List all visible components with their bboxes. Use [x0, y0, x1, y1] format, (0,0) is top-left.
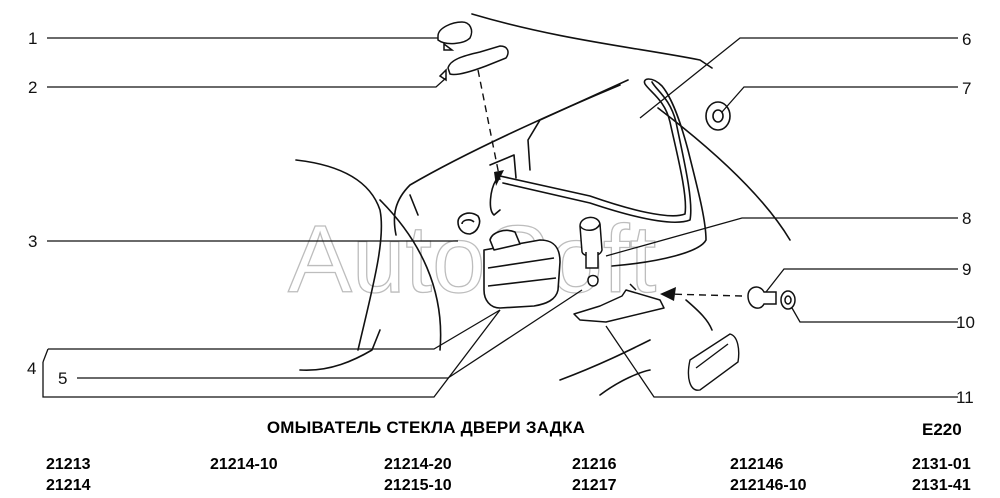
- bolt-and-washer: [747, 286, 796, 310]
- callout-7: 7: [962, 79, 971, 98]
- callout-3: 3: [28, 232, 37, 251]
- leader-lines: [42, 37, 958, 398]
- model-code: 21214-10: [210, 456, 278, 473]
- callout-10: 10: [956, 313, 975, 332]
- model-code: 21213: [46, 456, 91, 473]
- callout-9: 9: [962, 260, 971, 279]
- callout-1: 1: [28, 29, 37, 48]
- model-code: 21214-20: [384, 456, 452, 473]
- model-code: 21215-10: [384, 477, 452, 494]
- diagram-title: ОМЫВАТЕЛЬ СТЕКЛА ДВЕРИ ЗАДКА: [266, 418, 586, 437]
- callout-labels: 1 2 3 4 5 6 7 8 9 10 11: [27, 29, 975, 407]
- callout-2: 2: [28, 78, 37, 97]
- model-code: 212146-10: [730, 477, 807, 494]
- washer-hose: [489, 78, 707, 267]
- washer-reservoir: [457, 212, 561, 309]
- model-code: 21217: [572, 477, 617, 494]
- model-code: 21214: [46, 477, 91, 494]
- arrowheads: [494, 170, 676, 301]
- washer-pump: [579, 216, 603, 287]
- assembly-lines: [477, 69, 743, 297]
- callout-6: 6: [962, 30, 971, 49]
- callout-11: 11: [956, 388, 974, 407]
- catalog-code: E220: [922, 420, 962, 439]
- model-code: 2131-41: [912, 477, 971, 494]
- model-code: 21216: [572, 456, 617, 473]
- model-code: 212146: [730, 456, 784, 473]
- car-body-outline: [295, 13, 791, 396]
- model-code: 2131-01: [912, 456, 971, 473]
- pump-bracket: [573, 283, 665, 323]
- nozzle-part: [437, 21, 509, 82]
- tail-lamp: [687, 333, 740, 391]
- callout-5: 5: [58, 369, 67, 388]
- callout-8: 8: [962, 209, 971, 228]
- callout-4: 4: [27, 359, 36, 378]
